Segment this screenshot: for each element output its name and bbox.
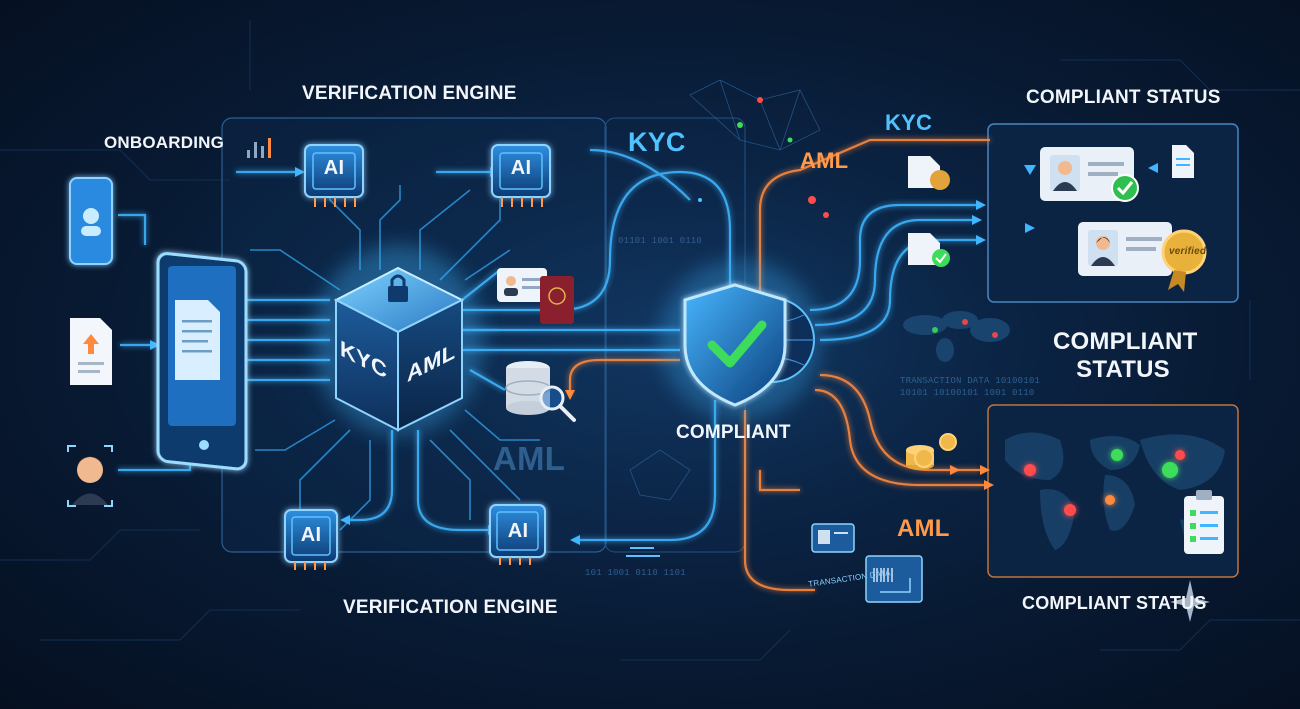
id-card-small-icon	[811, 523, 855, 553]
verified-seal-text: verified	[1169, 246, 1207, 257]
ai-chip-label: AI	[300, 524, 322, 546]
bar-chart-icon	[247, 138, 271, 158]
ai-chip-label: AI	[510, 157, 532, 179]
world-map-small	[903, 311, 1010, 362]
background-circuit	[0, 20, 1300, 661]
document-upload-icon	[70, 318, 112, 385]
sparkle-icon	[1170, 580, 1210, 622]
ai-chip-shapes	[284, 144, 551, 570]
id-card-icon	[497, 268, 547, 302]
checklist-clipboard-icon	[1184, 490, 1224, 554]
kyc-label-right: KYC	[885, 110, 933, 135]
orange-connectors	[568, 138, 990, 592]
aml-label-right: AML	[800, 148, 849, 173]
compliant-status-top-label: COMPLIANT STATUS	[1026, 87, 1221, 108]
transaction-data-text: TRANSACTION DATA 10100101	[900, 376, 1041, 386]
compliant-status-bottom-label: COMPLIANT STATUS	[1022, 593, 1207, 613]
world-map-large	[1005, 432, 1225, 550]
barcode-card-icon	[865, 555, 923, 603]
transaction-data-text: 10101 10100101 1001 0110	[900, 388, 1035, 398]
document-check-icon	[908, 233, 950, 267]
kyc-label-mid: KYC	[628, 127, 686, 157]
kyc-aml-cube	[313, 245, 483, 435]
network-nodes	[629, 79, 821, 501]
aml-label-faint: AML	[493, 440, 566, 477]
verification-engine-top-label: VERIFICATION ENGINE	[302, 83, 517, 104]
orange-arrowheads	[565, 390, 994, 490]
passport-icon	[540, 276, 574, 324]
coins-icon	[906, 433, 957, 470]
compliant-status-mid-line2: STATUS	[1076, 356, 1170, 383]
onboarding-label: ONBOARDING	[104, 133, 225, 152]
document-seal-icon	[908, 156, 950, 190]
profile-card-verified	[1078, 222, 1207, 292]
compliant-shield	[660, 260, 820, 420]
ai-chip-label: AI	[323, 157, 345, 179]
database-search-icon	[505, 361, 576, 422]
profile-card-approved	[1040, 147, 1139, 202]
signal-dots	[698, 97, 829, 218]
compliant-status-mid-line1: COMPLIANT	[1053, 328, 1198, 355]
phone-icon	[69, 177, 113, 265]
face-scan-icon	[67, 445, 113, 507]
compliant-label: COMPLIANT	[676, 422, 791, 443]
tablet-device	[156, 252, 248, 471]
compliant-status-mid-label: COMPLIANT STATUS	[1053, 328, 1198, 384]
verification-engine-bottom-label: VERIFICATION ENGINE	[343, 597, 558, 618]
ai-chip-label: AI	[507, 520, 529, 542]
dash-marks	[626, 547, 660, 557]
binary-text: 101 1001 0110 1101	[585, 568, 686, 578]
aml-label-bottom: AML	[897, 515, 950, 542]
document-file-icon	[1172, 145, 1194, 178]
binary-text: 01101 1001 0110	[618, 236, 703, 246]
